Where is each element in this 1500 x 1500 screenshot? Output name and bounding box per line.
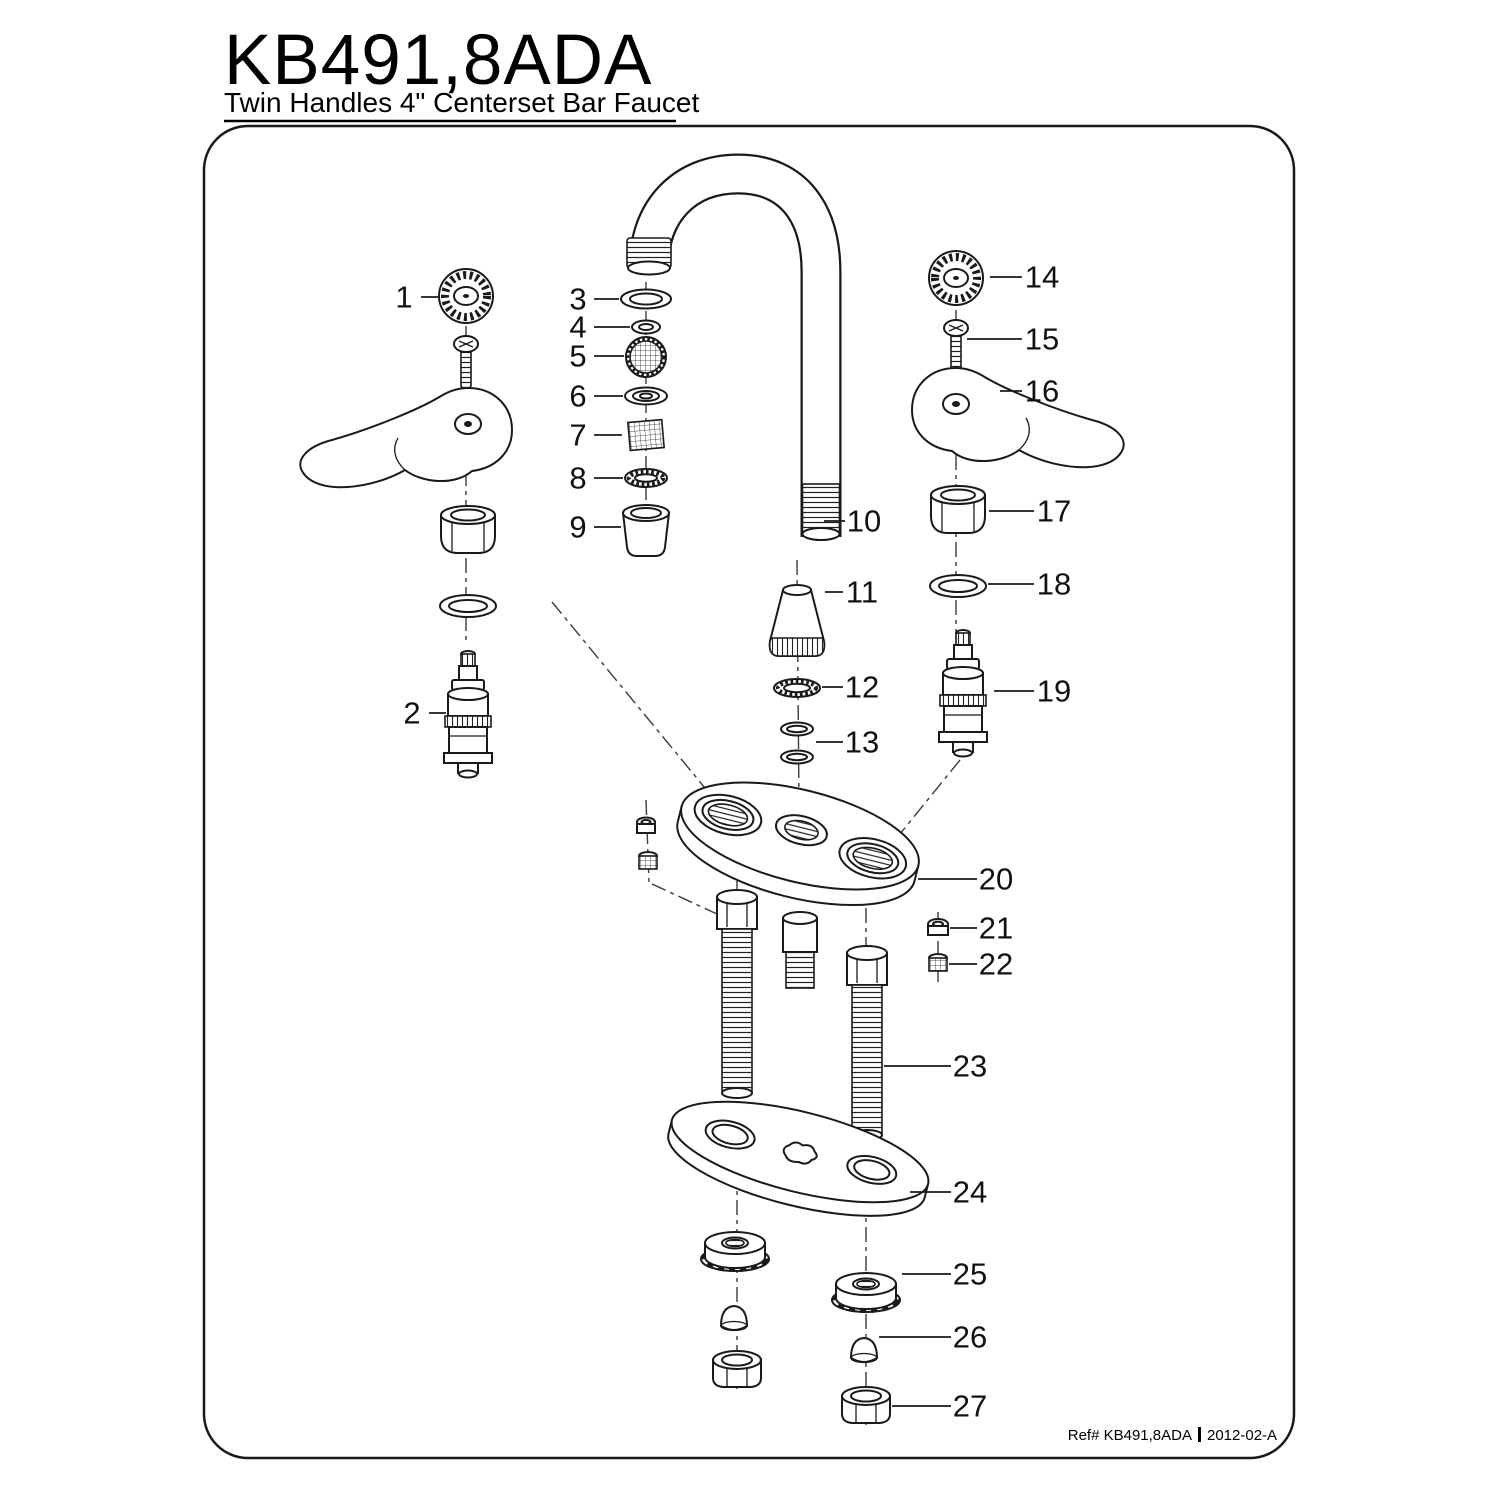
bonnet-nut-left [440, 505, 496, 554]
callout-5-label: 5 [569, 339, 586, 374]
faucet-body-20 [676, 781, 920, 907]
deck-plate-24 [667, 1100, 930, 1217]
cartridge-2 [443, 650, 493, 779]
lever-handle-16 [911, 367, 1125, 469]
cone-washer-left [720, 1305, 748, 1332]
ref-code: 2012-02-A [1207, 1427, 1277, 1444]
callout-7-label: 7 [569, 418, 586, 453]
callout-4-label: 4 [569, 310, 586, 345]
callout-19-label: 19 [1037, 674, 1071, 709]
shank-right-23 [846, 945, 888, 1141]
aerator-washer-4 [631, 319, 661, 335]
aerator-washer-6 [624, 386, 668, 406]
index-button-hot [439, 269, 493, 323]
callout-1-label: 1 [395, 280, 412, 315]
callout-27-label: 27 [953, 1389, 987, 1424]
callout-15-label: 15 [1025, 322, 1059, 357]
callout-20-label: 20 [979, 862, 1013, 897]
cone-washer-26 [850, 1337, 878, 1364]
callout-18-label: 18 [1037, 567, 1071, 602]
callout-14-label: 14 [1025, 260, 1059, 295]
callouts: 1 2 3 4 5 6 7 8 9 10 11 12 13 14 15 16 1… [395, 260, 1071, 1424]
callout-13-label: 13 [845, 725, 879, 760]
handle-screw-left [453, 335, 479, 394]
index-button-cold-14 [929, 251, 983, 305]
callout-23-label: 23 [953, 1049, 987, 1084]
callout-17-label: 17 [1037, 494, 1071, 529]
callout-21-label: 21 [979, 911, 1013, 946]
coupling-nut-27 [841, 1386, 891, 1424]
aerator-washer-8 [624, 468, 668, 488]
page-title: KB491,8ADA [224, 21, 652, 100]
cartridge-19 [938, 629, 988, 758]
aerator-washer-3 [620, 288, 672, 310]
aerator-screen-7 [626, 418, 666, 452]
check-valve-21 [927, 918, 949, 936]
o-ring-18 [929, 574, 987, 598]
ref-label: Ref# KB491,8ADA [1068, 1427, 1192, 1444]
callout-10-label: 10 [847, 504, 881, 539]
o-rings-13 [780, 721, 814, 765]
shank-left [716, 889, 758, 1099]
screen-left [638, 851, 658, 870]
ref-separator [1198, 1427, 1201, 1442]
page-subtitle: Twin Handles 4" Centerset Bar Faucet [224, 87, 699, 118]
screen-22 [928, 953, 948, 972]
check-valve-left [636, 816, 656, 834]
aerator-housing-9 [621, 504, 671, 557]
callout-6-label: 6 [569, 379, 586, 414]
coupling-nut-left [712, 1350, 762, 1388]
callout-22-label: 22 [979, 947, 1013, 982]
slip-ring-12 [773, 678, 821, 698]
callout-11-label: 11 [846, 575, 878, 610]
callout-24-label: 24 [953, 1175, 987, 1210]
callout-2-label: 2 [403, 696, 420, 731]
mounting-nut-25 [832, 1273, 900, 1312]
aerator-disc-5 [625, 336, 667, 378]
lever-handle-hot [299, 387, 513, 489]
callout-8-label: 8 [569, 461, 586, 496]
mounting-nut-left [701, 1232, 769, 1271]
shank-center [782, 911, 818, 989]
spout-base-cone-11 [768, 584, 826, 657]
callout-9-label: 9 [569, 510, 586, 545]
callout-3-label: 3 [569, 282, 586, 317]
callout-25-label: 25 [953, 1257, 987, 1292]
diagram-frame [202, 124, 1296, 1460]
bonnet-nut-17 [930, 485, 986, 534]
callout-12-label: 12 [845, 670, 879, 705]
callout-16-label: 16 [1025, 374, 1059, 409]
gooseneck-spout [626, 153, 842, 541]
o-ring-left [439, 594, 497, 618]
callout-26-label: 26 [953, 1320, 987, 1355]
